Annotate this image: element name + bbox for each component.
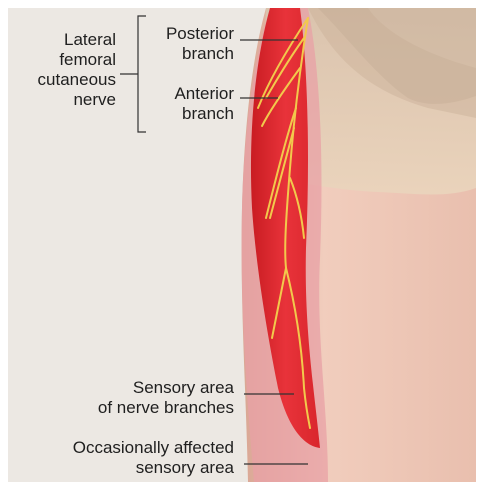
nerve-label: Lateral femoral cutaneous nerve <box>38 30 116 110</box>
occasional-area-label: Occasionally affected sensory area <box>73 438 234 478</box>
illustration-canvas: Lateral femoral cutaneous nerve Posterio… <box>8 8 476 482</box>
posterior-branch-label: Posterior branch <box>166 24 234 64</box>
sensory-area-label: Sensory area of nerve branches <box>98 378 234 418</box>
nerve-bracket <box>138 16 146 132</box>
anterior-branch-label: Anterior branch <box>174 84 234 124</box>
